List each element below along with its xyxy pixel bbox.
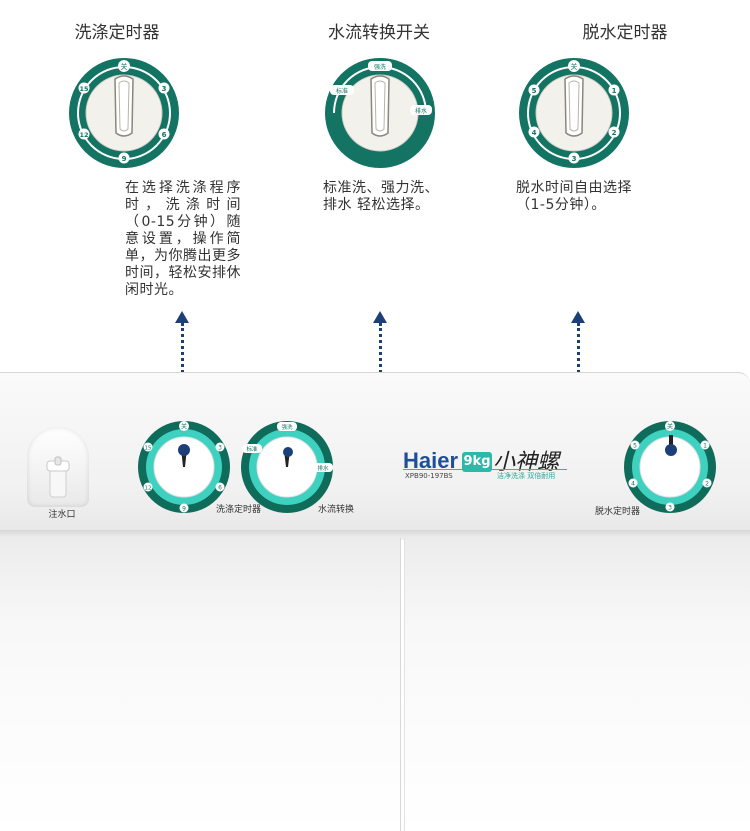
water-inlet[interactable]: [27, 427, 89, 507]
dial-label-3: 3: [572, 155, 577, 163]
dial-label-1: 1: [612, 87, 617, 95]
knob-label-off: 关: [181, 423, 187, 431]
dial-label-6: 6: [162, 131, 167, 139]
section-spin-timer: 脱水定时器 关 1 2 3 4 5 脱水时间自由选择（1-5分钟）。: [500, 0, 750, 320]
dial-label-4: 4: [532, 129, 537, 137]
knob-label-2: 2: [705, 481, 709, 488]
dial-label-9: 9: [122, 155, 127, 163]
knob-label-3: 3: [668, 505, 672, 512]
brand-logo: Haier: [403, 448, 459, 473]
section-wash-timer: 洗涤定时器 关 3 6 9 12 15 在选择洗涤程序时，洗涤时间（0-15分钟…: [0, 0, 250, 320]
dial-label-2: 2: [612, 129, 617, 137]
section-water-switch: 水流转换开关 强洗 标准 排水 标准洗、强力洗、排水 轻松选择。: [250, 0, 500, 320]
knob-label-drain: 排水: [317, 464, 329, 472]
product-name: 小神螺: [493, 450, 560, 475]
wash-tub-lid[interactable]: [0, 538, 401, 831]
spin-tub-lid[interactable]: [404, 538, 750, 831]
arrow-up-icon: [372, 311, 388, 323]
water-switch-knob[interactable]: 强洗 标准 排水: [240, 420, 334, 514]
panel-edge: [0, 530, 750, 540]
dial-label-drain: 排水: [415, 107, 427, 115]
section-description: 在选择洗涤程序时，洗涤时间（0-15分钟）随意设置，操作简单，为你腾出更多时间，…: [125, 180, 241, 298]
section-description: 标准洗、强力洗、排水 轻松选择。: [323, 180, 439, 213]
arrow-up-icon: [174, 311, 190, 323]
section-title: 脱水定时器: [582, 23, 668, 43]
section-title: 水流转换开关: [328, 23, 430, 43]
dial-label-15: 15: [79, 85, 89, 93]
spin-timer-label: 脱水定时器: [595, 507, 641, 517]
knob-label-off: 关: [667, 423, 673, 431]
logo-divider: [403, 469, 567, 470]
knob-label-3: 3: [218, 445, 222, 452]
spin-timer-dial-icon: 关 1 2 3 4 5: [519, 58, 629, 168]
spin-timer-knob[interactable]: 关 1 2 3 4 5: [623, 420, 717, 514]
model-number: XPB90-197BS: [405, 472, 453, 480]
section-description: 脱水时间自由选择（1-5分钟）。: [516, 180, 632, 213]
knob-label-1: 1: [703, 443, 707, 450]
knob-label-5: 5: [633, 443, 637, 450]
dial-label-5: 5: [532, 87, 537, 95]
dial-label-3: 3: [162, 85, 167, 93]
dial-label-standard: 标准: [336, 87, 348, 95]
knob-label-12: 12: [145, 486, 152, 492]
section-title: 洗涤定时器: [74, 23, 160, 43]
knob-label-strong: 强洗: [281, 423, 293, 431]
dial-label-off: 关: [571, 62, 578, 71]
control-panel: [0, 372, 750, 539]
wash-timer-label: 洗涤定时器: [216, 505, 262, 515]
dial-label-strong: 强洗: [374, 63, 386, 71]
knob-label-4: 4: [631, 481, 635, 488]
water-inlet-icon: [46, 456, 70, 498]
inlet-label: 注水口: [48, 510, 76, 520]
capacity-badge: 9kg: [462, 452, 492, 472]
water-switch-dial-icon: 强洗 标准 排水: [325, 58, 435, 168]
dial-label-off: 关: [121, 62, 128, 71]
wash-timer-dial-icon: 关 3 6 9 12 15: [69, 58, 179, 168]
knob-label-9: 9: [182, 506, 186, 513]
arrow-up-icon: [570, 311, 586, 323]
slogan: 洁净洗涤 双倍耐用: [497, 472, 556, 480]
knob-label-standard: 标准: [246, 445, 258, 453]
knob-label-15: 15: [145, 446, 152, 452]
knob-label-6: 6: [218, 485, 222, 492]
water-switch-label: 水流转换: [318, 505, 355, 515]
dial-label-12: 12: [79, 131, 88, 139]
wash-timer-knob[interactable]: 关 3 6 9 12 15: [137, 420, 231, 514]
